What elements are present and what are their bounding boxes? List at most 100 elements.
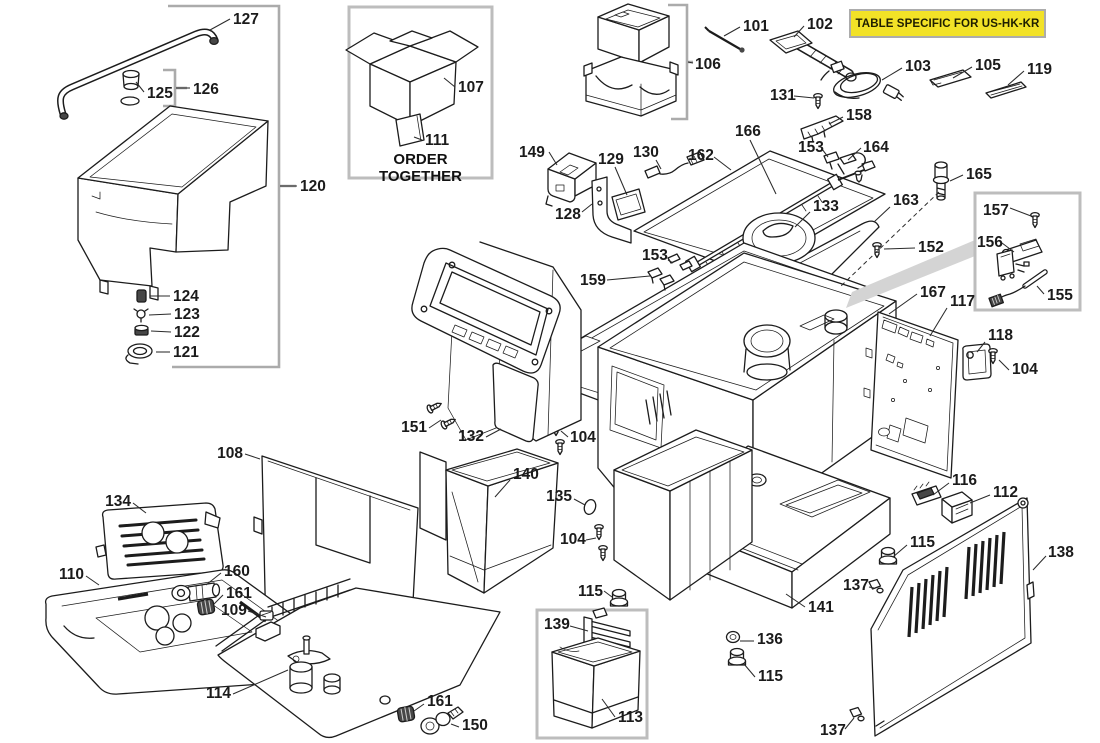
part-label-119: 119 (1027, 61, 1052, 78)
part-label-106: 106 (695, 56, 721, 73)
part-label-162: 162 (688, 147, 714, 164)
part-label-153: 153 (642, 247, 668, 264)
part-label-137: 137 (843, 577, 869, 594)
part-120-water-tank-drawing (77, 105, 269, 301)
part-112-connector-drawing (941, 491, 973, 524)
part-122-nut-drawing (134, 324, 149, 336)
part-label-157: 157 (983, 202, 1009, 219)
part-label-115: 115 (578, 583, 603, 600)
part-165-valve-drawing (932, 161, 950, 201)
part-131-screw-drawing (813, 92, 823, 110)
part-118-cover-drawing (962, 343, 992, 381)
leader-line-109 (247, 610, 267, 618)
part-label-127: 127 (233, 11, 259, 28)
part-label-111: 111 (425, 132, 450, 149)
callout-swoosh (846, 240, 975, 308)
part-115-foot-center-drawing (609, 588, 629, 607)
leader-line-115 (603, 590, 613, 598)
leader-line-139 (569, 625, 589, 632)
part-163-cover-edge-drawing (792, 220, 880, 290)
leader-line-129 (614, 166, 628, 196)
part-label-128: 128 (555, 206, 581, 223)
leader-line-115 (743, 663, 756, 678)
part-151-screw-a-drawing (425, 399, 444, 415)
part-label-125: 125 (147, 85, 173, 102)
part-label-123: 123 (174, 306, 200, 323)
part-label-165: 165 (966, 166, 992, 183)
leader-line-133 (794, 211, 811, 228)
leader-line-130 (655, 159, 662, 170)
leader-line-132 (485, 428, 502, 438)
leader-line-161 (213, 594, 224, 605)
part-label-155: 155 (1047, 287, 1073, 304)
part-136-bushing-drawing (725, 630, 741, 644)
part-101-cleaning-tool-drawing (704, 26, 745, 53)
part-153-clip-top-drawing (823, 151, 840, 170)
part-159-clips-drawing (647, 267, 675, 291)
leader-line-161 (413, 703, 425, 712)
part-label-112: 112 (993, 484, 1018, 501)
part-label-141: 141 (808, 599, 834, 616)
part-label-136: 136 (757, 631, 783, 648)
part-label-151: 151 (401, 419, 427, 436)
leader-line-115 (892, 544, 908, 558)
leader-line-114 (232, 669, 289, 695)
part-label-129: 129 (598, 151, 624, 168)
part-label-158: 158 (846, 107, 872, 124)
part-129-card-drawing (611, 188, 646, 221)
leader-line-153 (821, 148, 829, 158)
part-161-knurl-a-drawing (196, 598, 216, 616)
part-label-101: 101 (743, 18, 769, 35)
leader-line-125 (135, 81, 145, 93)
leader-line-163 (873, 206, 891, 223)
leader-line-101 (723, 26, 741, 37)
part-121-valve-ring-drawing (125, 343, 153, 365)
part-label-166: 166 (735, 123, 761, 140)
inset-box-139 (535, 608, 649, 740)
part-125-cap-drawing (120, 69, 140, 106)
part-label-140: 140 (513, 466, 539, 483)
part-151-screw-b-drawing (439, 415, 458, 431)
part-label-167: 167 (920, 284, 946, 301)
part-label-161: 161 (226, 585, 252, 602)
leader-line-165 (949, 174, 964, 182)
part-160-pump-fitting-drawing (171, 582, 221, 602)
part-102-scoop-drawing (769, 30, 857, 82)
part-label-116: 116 (952, 472, 977, 489)
part-label-139: 139 (544, 616, 570, 633)
table-specific-banner: TABLE SPECIFIC FOR US-HK-KR (849, 9, 1046, 38)
part-label-130: 130 (633, 144, 659, 161)
leader-line-162 (713, 156, 732, 171)
leader-line-156 (1001, 242, 1015, 253)
part-label-104: 104 (1012, 361, 1038, 378)
part-128-bracket-drawing (591, 176, 632, 244)
part-label-109: 109 (221, 602, 247, 619)
leader-line-128 (581, 203, 593, 213)
part-label-152: 152 (918, 239, 944, 256)
part-label-161: 161 (427, 693, 453, 710)
part-137-clip-b-drawing (849, 706, 865, 722)
leader-line-116 (932, 482, 950, 496)
part-label-138: 138 (1048, 544, 1074, 561)
leader-line-104 (560, 430, 569, 438)
leader-line-164 (847, 147, 862, 161)
part-134-drip-grate-drawing (95, 502, 224, 580)
leader-line-137 (868, 586, 875, 589)
part-152-screw-drawing (872, 241, 882, 259)
leader-line-104 (998, 359, 1010, 371)
leader-line-160 (205, 572, 222, 586)
part-137-clip-a-drawing (868, 578, 884, 594)
leader-line-167 (888, 293, 918, 315)
part-139-rails-drawing (583, 607, 631, 648)
inset-box-156 (973, 191, 1082, 312)
part-label-133: 133 (813, 198, 839, 215)
part-label-110: 110 (59, 566, 84, 583)
leader-line-141 (785, 593, 806, 608)
leader-line-122 (150, 330, 172, 333)
leader-line-103 (881, 67, 903, 81)
part-111-card-drawing (395, 113, 425, 147)
part-115-foot-front-drawing (727, 647, 747, 666)
